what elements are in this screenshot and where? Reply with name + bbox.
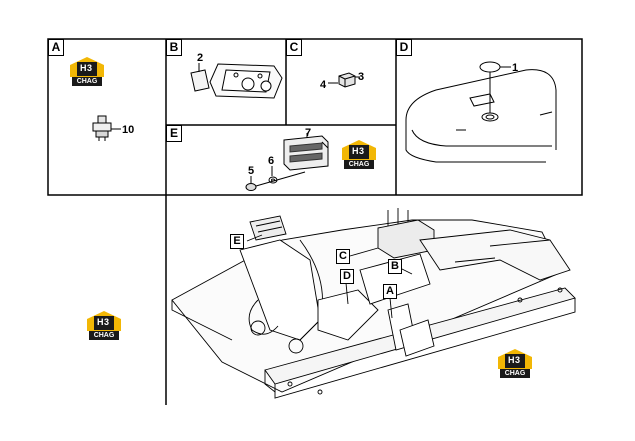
- panel-label-c: C: [286, 39, 302, 56]
- watermark-brand: H3: [508, 355, 521, 365]
- detail-label-a: A: [383, 284, 397, 299]
- panel-label-d: D: [396, 39, 412, 56]
- panel-label-b: B: [166, 39, 182, 56]
- switch-part-drawing: [92, 115, 121, 141]
- watermark-brand: H3: [80, 63, 93, 73]
- watermark-sub: CHAG: [72, 77, 102, 86]
- watermark-brand: H3: [352, 146, 365, 156]
- bracket-part-drawing: [209, 63, 283, 99]
- watermark-logo: H3 CHAG: [342, 140, 376, 170]
- watermark-sub: CHAG: [500, 369, 530, 378]
- rail-part-drawing: [283, 133, 329, 171]
- watermark-brand: H3: [97, 317, 110, 327]
- cover-part-drawing: [190, 63, 210, 92]
- detail-label-d: D: [340, 269, 354, 284]
- watermark-sub: CHAG: [89, 331, 119, 340]
- block-part-drawing: [328, 72, 360, 88]
- watermark-logo: H3 CHAG: [498, 349, 532, 379]
- tank-part-drawing: [405, 61, 557, 163]
- callout-4: 4: [320, 79, 327, 91]
- watermark-logo: H3 CHAG: [87, 311, 121, 341]
- screw-part-drawing: [245, 176, 257, 191]
- callout-5: 5: [248, 165, 255, 177]
- callout-1: 1: [512, 62, 519, 74]
- callout-6: 6: [268, 155, 275, 167]
- detail-label-b: B: [388, 259, 402, 274]
- panel-label-e: E: [166, 125, 182, 142]
- callout-3: 3: [358, 71, 365, 83]
- watermark-sub: CHAG: [344, 160, 374, 169]
- callout-7: 7: [305, 127, 312, 139]
- washer-part-drawing: [255, 166, 306, 187]
- panel-label-a: A: [48, 39, 64, 56]
- callout-2: 2: [197, 52, 204, 64]
- detail-label-e: E: [230, 234, 244, 249]
- detail-label-c: C: [336, 249, 350, 264]
- watermark-logo: H3 CHAG: [70, 57, 104, 87]
- callout-10: 10: [122, 124, 135, 136]
